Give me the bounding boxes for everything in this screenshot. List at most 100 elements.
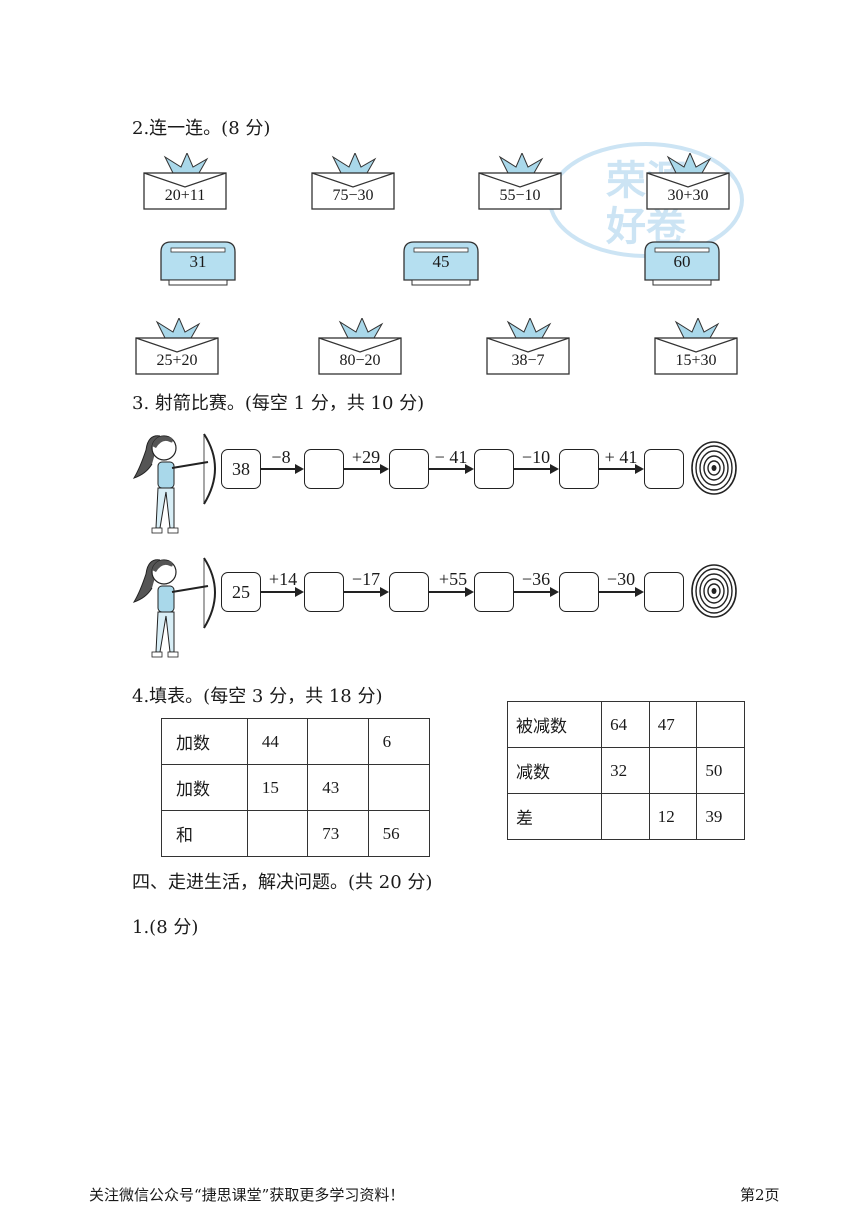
table-cell: 12: [648, 793, 698, 840]
table-row: 和 73 56: [161, 810, 431, 857]
envelope-icon: [486, 318, 570, 375]
envelope-card[interactable]: 15+30: [654, 318, 738, 376]
arrow-line: [261, 468, 295, 470]
arrow-head-icon: [380, 587, 389, 597]
mailbox-icon: [644, 241, 720, 286]
table-row: 加数 15 43: [161, 764, 431, 811]
arrow-line: [514, 591, 550, 593]
table-cell: 加数: [161, 764, 248, 811]
answer-box[interactable]: [644, 449, 684, 489]
operation-label: +14: [268, 569, 298, 589]
operation-label: −30: [606, 569, 636, 589]
envelope-card[interactable]: 30+30: [646, 153, 730, 211]
q3-heading: 3. 射箭比赛。(每空 1 分，共 10 分): [132, 393, 425, 414]
arrow-line: [261, 591, 295, 593]
arrow-line: [514, 468, 550, 470]
operation-label: −10: [521, 447, 551, 467]
q4-heading: 4.填表。(每空 3 分，共 18 分): [132, 686, 383, 707]
table-cell: 43: [307, 764, 369, 811]
answer-box[interactable]: [559, 572, 599, 612]
arrow-line: [429, 591, 465, 593]
arrow-head-icon: [635, 587, 644, 597]
arrow-head-icon: [465, 587, 474, 597]
arrow-head-icon: [380, 464, 389, 474]
operation-label: − 41: [434, 447, 468, 467]
table-cell-blank[interactable]: [648, 747, 698, 794]
operation-label: −8: [271, 447, 291, 467]
q2-heading: 2.连一连。(8 分): [132, 118, 271, 139]
table-cell-blank[interactable]: [367, 764, 431, 811]
envelope-icon: [311, 153, 395, 210]
start-box: 38: [221, 449, 261, 489]
operation-label: +29: [351, 447, 381, 467]
answer-box[interactable]: [644, 572, 684, 612]
envelope-expression: 80−20: [339, 352, 381, 369]
mailbox-card[interactable]: 31: [157, 240, 239, 290]
envelope-icon: [135, 318, 219, 375]
table-cell-blank[interactable]: [246, 810, 309, 857]
envelope-card[interactable]: 75−30: [311, 153, 395, 211]
archer-girl-illustration: [130, 552, 220, 664]
envelope-expression: 20+11: [164, 187, 206, 204]
envelope-expression: 25+20: [156, 352, 198, 369]
table-cell: 47: [648, 701, 698, 748]
table-cell: 44: [246, 718, 309, 765]
mailbox-card[interactable]: 60: [641, 240, 723, 290]
table-row: 差 12 39: [506, 793, 745, 840]
table-cell-blank[interactable]: [696, 701, 745, 748]
table-row: 减数 32 50: [506, 747, 745, 794]
target-icon: [690, 440, 738, 496]
table-cell: 73: [307, 810, 369, 857]
operation-label: + 41: [604, 447, 638, 467]
table-cell: 50: [696, 747, 745, 794]
envelope-card[interactable]: 25+20: [135, 318, 219, 376]
question-one-label: 1.(8 分): [132, 917, 199, 938]
addition-table: 加数 44 6 加数 15 43 和 73 56: [161, 718, 431, 857]
mailbox-card[interactable]: 45: [400, 240, 482, 290]
start-box: 25: [221, 572, 261, 612]
arrow-line: [599, 468, 635, 470]
answer-box[interactable]: [389, 449, 429, 489]
arrow-head-icon: [635, 464, 644, 474]
table-cell: 56: [367, 810, 431, 857]
answer-box[interactable]: [304, 449, 344, 489]
arrow-head-icon: [295, 464, 304, 474]
target-icon: [690, 563, 738, 619]
arrow-line: [599, 591, 635, 593]
envelope-expression: 30+30: [667, 187, 709, 204]
footer-note: 关注微信公众号“捷思课堂”获取更多学习资料！: [89, 1186, 405, 1204]
table-row: 加数 44 6: [161, 718, 431, 765]
envelope-icon: [654, 318, 738, 375]
envelope-card[interactable]: 20+11: [143, 153, 227, 211]
table-cell: 差: [506, 793, 603, 840]
answer-box[interactable]: [389, 572, 429, 612]
answer-box[interactable]: [474, 449, 514, 489]
table-cell: 15: [246, 764, 309, 811]
envelope-card[interactable]: 55−10: [478, 153, 562, 211]
envelope-expression: 55−10: [499, 187, 541, 204]
arrow-line: [344, 468, 380, 470]
envelope-expression: 38−7: [511, 352, 545, 369]
arrow-head-icon: [295, 587, 304, 597]
table-row: 被减数 64 47: [506, 701, 745, 748]
table-cell-blank[interactable]: [601, 793, 650, 840]
table-cell-blank[interactable]: [307, 718, 369, 765]
table-cell: 32: [601, 747, 650, 794]
envelope-expression: 15+30: [675, 352, 717, 369]
envelope-expression: 75−30: [332, 187, 374, 204]
answer-box[interactable]: [304, 572, 344, 612]
envelope-card[interactable]: 80−20: [318, 318, 402, 376]
table-cell: 加数: [161, 718, 248, 765]
envelope-card[interactable]: 38−7: [486, 318, 570, 376]
subtraction-table: 被减数 64 47 减数 32 50 差 12 39: [506, 701, 745, 840]
operation-label: −36: [521, 569, 551, 589]
answer-box[interactable]: [559, 449, 599, 489]
table-cell: 被减数: [506, 701, 603, 748]
mailbox-number: 45: [432, 252, 450, 271]
arrow-head-icon: [550, 587, 559, 597]
table-cell: 39: [696, 793, 745, 840]
answer-box[interactable]: [474, 572, 514, 612]
envelope-icon: [318, 318, 402, 375]
archer-girl-illustration: [130, 428, 220, 540]
arrow-line: [429, 468, 465, 470]
